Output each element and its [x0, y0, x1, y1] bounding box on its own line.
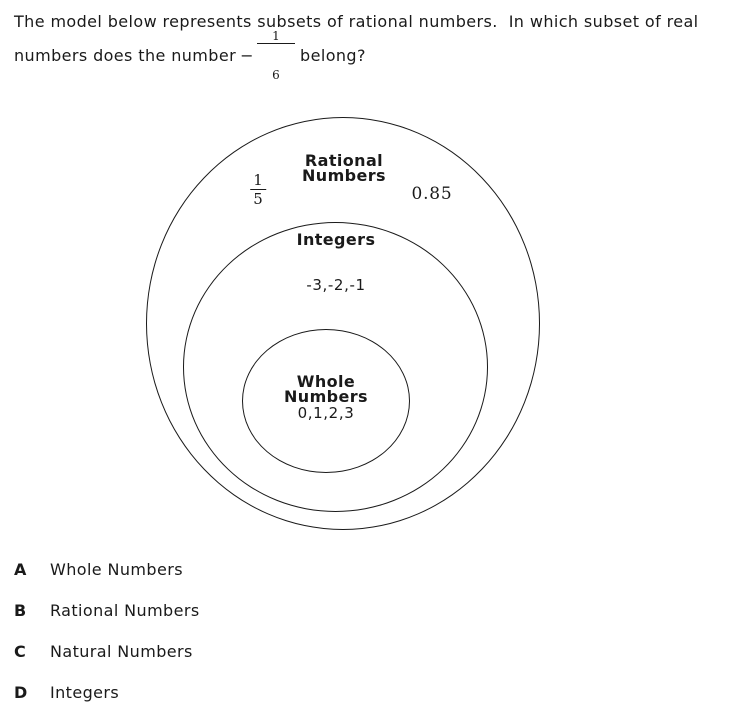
question-line-2: numbers does the number − 1 6 belong?: [14, 30, 726, 81]
rational-label-line-1: Rational: [304, 151, 384, 170]
choice-a-label: Whole Numbers: [50, 560, 183, 579]
whole-label-line-1: Whole: [296, 372, 356, 391]
question-line-1: The model below represents subsets of ra…: [14, 12, 699, 31]
choice-a[interactable]: A Whole Numbers: [14, 561, 200, 579]
fraction-denominator: 6: [272, 67, 280, 82]
choice-d-label: Integers: [50, 683, 120, 702]
choice-d[interactable]: D Integers: [14, 684, 200, 702]
choice-c-label: Natural Numbers: [50, 642, 193, 661]
one-fifth-denominator: 5: [253, 190, 263, 208]
integers-examples: -3,-2,-1: [306, 276, 366, 294]
choice-b[interactable]: B Rational Numbers: [14, 602, 200, 620]
whole-numbers-examples: 0,1,2,3: [297, 404, 355, 422]
choice-d-letter: D: [14, 683, 28, 702]
whole-numbers-circle: [242, 329, 410, 473]
integers-circle: [183, 222, 488, 512]
question-line-2-before: numbers does the number: [14, 45, 237, 65]
answer-choices: A Whole Numbers B Rational Numbers C Nat…: [14, 561, 200, 714]
minus-sign: −: [240, 45, 254, 65]
choice-a-letter: A: [14, 560, 27, 579]
fraction-numerator: 1: [256, 30, 296, 44]
fraction-one-fifth-example: 1 5: [250, 172, 266, 207]
whole-label-line-2: Numbers: [284, 386, 368, 406]
one-fifth-numerator: 1: [250, 172, 266, 190]
fraction-negative-one-sixth: − 1 6: [240, 6, 296, 105]
question-line-2-after: belong?: [300, 45, 366, 65]
venn-diagram: Rational Numbers 1 5 0.85 Integers -3,-2…: [146, 117, 540, 530]
rational-label-line-2: Numbers: [302, 165, 386, 185]
integers-label: Integers: [296, 230, 376, 249]
choice-c-letter: C: [14, 642, 27, 661]
rational-numbers-label: Rational Numbers: [302, 151, 386, 185]
fraction-stack: 1 6: [256, 6, 296, 105]
choice-c[interactable]: C Natural Numbers: [14, 643, 200, 661]
choice-b-label: Rational Numbers: [50, 601, 200, 620]
rational-numbers-circle: [146, 117, 540, 530]
choice-b-letter: B: [14, 601, 27, 620]
decimal-example: 0.85: [411, 184, 453, 204]
whole-numbers-label: Whole Numbers: [284, 372, 368, 406]
question-text: The model below represents subsets of ra…: [14, 12, 726, 81]
